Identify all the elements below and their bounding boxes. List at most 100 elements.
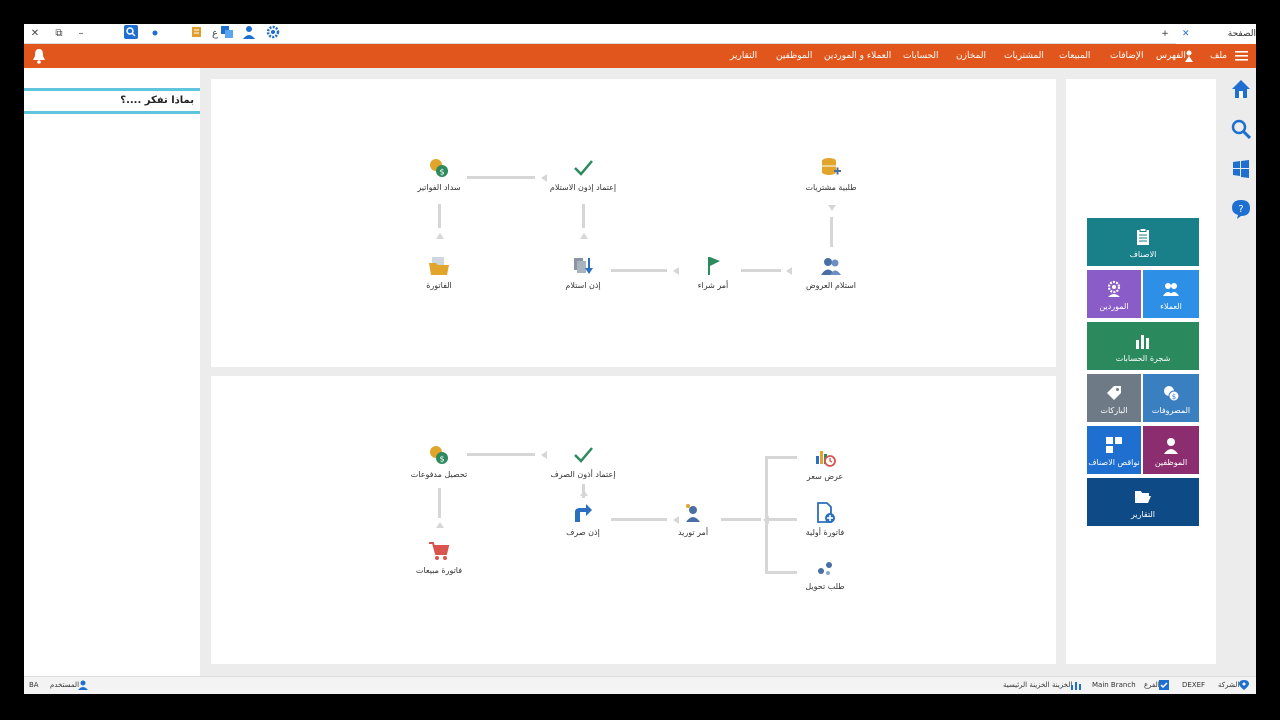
node-collect-payments[interactable]: $ تحصيل مدفوعات	[399, 444, 479, 480]
flow-arrow	[541, 451, 547, 459]
status-bar: BA المستخدم الخزينة الرئيسية الخزينة Mai…	[24, 676, 1256, 694]
tile-shortages[interactable]: نواقص الاصناف	[1087, 426, 1141, 474]
windows-icon[interactable]	[1231, 159, 1251, 179]
flow-arrow	[541, 174, 547, 182]
node-invoice[interactable]: الفاتورة	[399, 255, 479, 291]
index-person-icon	[1185, 50, 1193, 62]
menu-index[interactable]: الفهرس	[1156, 44, 1193, 68]
tile-employees[interactable]: الموظفين	[1143, 426, 1199, 474]
node-receipt-permit-label: إذن استلام	[565, 281, 601, 290]
flow-connector	[438, 204, 441, 228]
node-approve-receipt[interactable]: إعتماد إذون الاستلام	[543, 157, 623, 193]
flow-connector	[765, 518, 797, 521]
node-transfer-request[interactable]: طلب تحويل	[785, 556, 865, 592]
menu-additions[interactable]: الإضافات	[1110, 51, 1144, 61]
flow-connector	[467, 176, 535, 179]
gear-user-icon	[1107, 280, 1121, 297]
node-receipt-permit[interactable]: إذن استلام	[543, 255, 623, 291]
flow-connector	[721, 518, 761, 521]
issue-arrow-icon	[575, 504, 592, 522]
node-price-quote[interactable]: عرض سعر	[785, 446, 865, 482]
node-supply-order[interactable]: أمر توريد	[653, 502, 733, 538]
restore-window-button[interactable]: ⧉	[55, 28, 63, 39]
node-transfer-request-label: طلب تحويل	[805, 582, 845, 591]
node-purchase-order[interactable]: أمر شراء	[673, 255, 753, 291]
add-tab-button[interactable]: +	[1161, 29, 1169, 39]
node-sales-invoice[interactable]: فاتورة مبيعات	[399, 540, 479, 576]
menu-sales[interactable]: المبيعات	[1059, 51, 1091, 61]
flow-connector	[765, 571, 797, 574]
bar-chart-icon	[1136, 335, 1149, 349]
coins-icon: $	[1164, 386, 1180, 402]
language-label[interactable]: ع	[212, 28, 218, 39]
tile-expenses[interactable]: $ المصروفات	[1143, 374, 1199, 422]
menu-employees[interactable]: الموظفين	[776, 51, 813, 61]
think-input[interactable]: بماذا تفكر ....؟	[24, 88, 200, 114]
help-icon[interactable]: ?	[1231, 199, 1251, 219]
user-label: المستخدم	[50, 681, 80, 689]
shortcut-tiles-panel: الاصناف العملاء الموردين شجرة الحسابات $…	[1066, 79, 1216, 664]
note-icon[interactable]	[190, 25, 204, 39]
flow-connector	[611, 269, 667, 272]
menu-purchases[interactable]: المشتريات	[1004, 51, 1044, 61]
translate-icon[interactable]	[220, 25, 234, 39]
tile-items[interactable]: الاصناف	[1087, 218, 1199, 266]
documents-download-icon	[574, 258, 593, 274]
coins-icon: $	[430, 159, 448, 177]
company-label: الشركة	[1218, 681, 1240, 689]
close-tab-icon[interactable]: ✕	[1182, 29, 1190, 39]
tag-icon	[1107, 386, 1121, 400]
hamburger-menu-icon[interactable]	[1235, 51, 1248, 61]
left-panel: بماذا تفكر ....؟	[24, 68, 200, 676]
menu-customers-suppliers[interactable]: العملاء و الموردين	[824, 51, 892, 61]
sales-flow-panel: عرض سعر فاتورة أولية طلب تحويل أمر توريد…	[211, 376, 1056, 664]
search-toolbar-icon[interactable]	[124, 25, 138, 39]
tab-home[interactable]: ✕ الصفحة الرئيسية	[1176, 24, 1256, 59]
branch-label: الفرع	[1144, 681, 1160, 689]
svg-text:$: $	[439, 455, 444, 464]
node-quotes-receipt[interactable]: استلام العروض	[791, 255, 871, 291]
node-approve-issue[interactable]: إعتماد أذون الصرف	[543, 444, 623, 480]
tile-suppliers[interactable]: الموردين	[1087, 270, 1141, 318]
node-invoice-label: الفاتورة	[426, 281, 452, 290]
flow-arrow	[436, 233, 444, 239]
branch-check-icon	[1159, 680, 1169, 690]
tile-reports[interactable]: التقارير	[1087, 478, 1199, 526]
tile-barcodes[interactable]: الباركات	[1087, 374, 1141, 422]
close-window-button[interactable]: ✕	[30, 28, 40, 39]
user-icon[interactable]	[242, 25, 256, 39]
flow-connector	[467, 453, 535, 456]
coins-icon: $	[430, 446, 448, 464]
menu-accounts[interactable]: الحسابات	[903, 51, 939, 61]
flow-connector	[741, 269, 781, 272]
home-icon[interactable]	[1231, 79, 1251, 99]
checkmark-icon	[574, 160, 593, 176]
flow-connector	[765, 456, 797, 459]
tile-shortages-label: نواقص الاصناف	[1088, 458, 1140, 467]
tile-customers[interactable]: العملاء	[1143, 270, 1199, 318]
location-pin-icon	[1239, 680, 1249, 690]
menu-warehouses[interactable]: المخازن	[956, 51, 986, 61]
treasury-label: الخزينة	[1052, 681, 1073, 689]
tile-accounts-tree[interactable]: شجرة الحسابات	[1087, 322, 1199, 370]
notifications-bell-icon[interactable]	[32, 48, 46, 64]
search-icon[interactable]	[1231, 119, 1251, 139]
tile-reports-label: التقارير	[1130, 510, 1156, 519]
node-issue-permit[interactable]: إذن صرف	[543, 502, 623, 538]
flow-arrow	[436, 522, 444, 528]
flow-arrow	[580, 490, 588, 496]
minimize-window-button[interactable]: –	[78, 28, 84, 39]
treasury-value: الخزينة الرئيسية	[1003, 681, 1050, 689]
folder-open-icon	[1135, 491, 1151, 503]
node-pay-invoices[interactable]: $ سداد الفواتير	[399, 157, 479, 193]
settings-icon[interactable]	[266, 25, 280, 39]
flow-connector	[765, 456, 768, 574]
node-purchase-request[interactable]: طلبية مشتريات	[791, 157, 871, 193]
node-issue-permit-label: إذن صرف	[566, 528, 600, 537]
menu-reports[interactable]: التقارير	[730, 51, 758, 61]
menu-file[interactable]: ملف	[1210, 51, 1228, 61]
users-group-icon	[1163, 283, 1179, 296]
user-status-icon	[78, 680, 88, 690]
node-initial-invoice[interactable]: فاتورة أولية	[785, 502, 865, 538]
node-approve-issue-label: إعتماد أذون الصرف	[550, 470, 616, 479]
